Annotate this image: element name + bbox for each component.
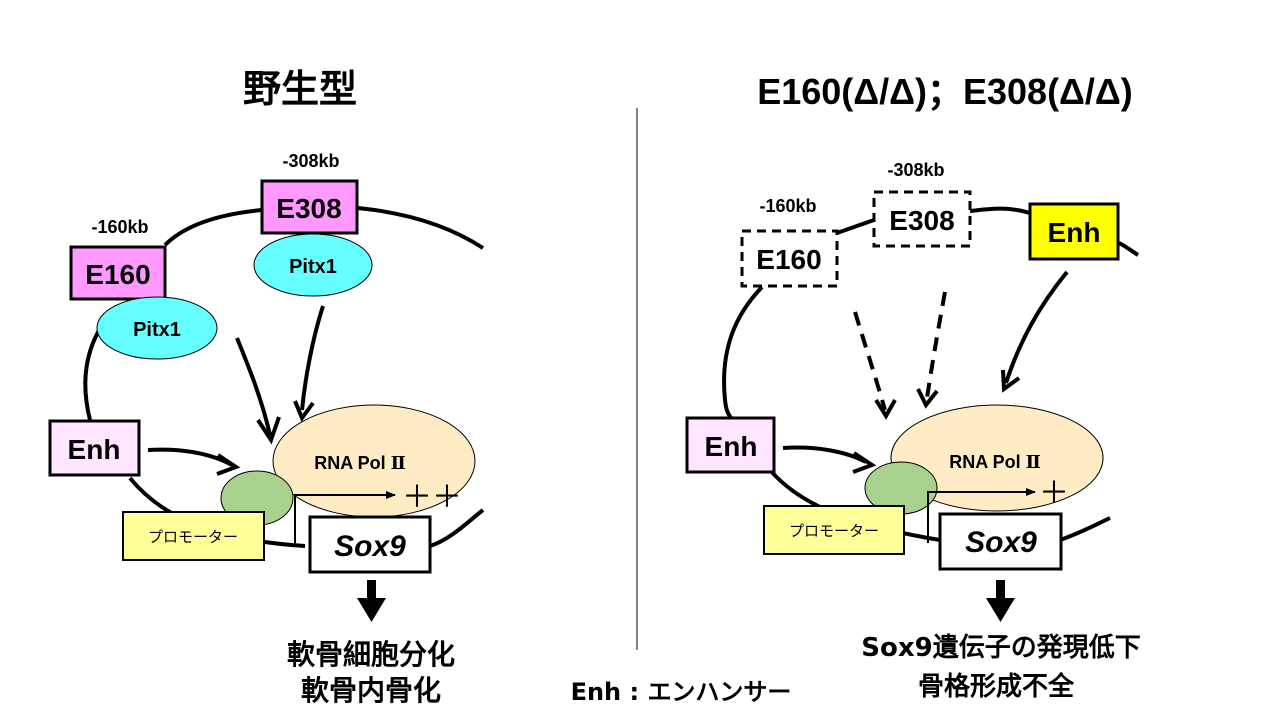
left-e160-position: -160kb [91, 217, 148, 237]
right-e160-deleted-box [740, 229, 839, 288]
right-dashed-arrow-e308-head [916, 388, 939, 409]
left-rna-pol-label: RNA Pol Ⅱ [314, 453, 406, 473]
right-arrow-enh-remote-head [1001, 369, 1021, 393]
right-tss-line [927, 488, 1036, 543]
right-panel: -308kb -160kb E308 E160 Enh RNA Pol Ⅱ En… [685, 160, 1141, 702]
left-promoter-label: プロモーター [148, 528, 238, 546]
left-e308-position: -308kb [282, 151, 339, 171]
right-enh-box [685, 416, 776, 474]
right-e308-deleted-box [872, 190, 972, 248]
left-promoter-box [122, 511, 265, 561]
right-sox9-box [938, 512, 1063, 571]
left-arrow-pitx1-e308-head [293, 400, 315, 423]
left-sox9-box [308, 515, 432, 574]
left-arrow-enh-head [216, 453, 241, 476]
left-panel: -308kb -160kb E308 E160 Pitx1 Pitx1 RNA … [48, 151, 485, 707]
right-e160-label: E160 [756, 244, 821, 275]
right-outcome-line-2: 骨格形成不全 [918, 671, 1075, 702]
left-e160-label: E160 [85, 259, 150, 290]
legend-enh: Enh : エンハンサー [571, 678, 792, 706]
right-arrow-enh-remote [1004, 270, 1069, 384]
left-arrow-pitx1-e160-head [256, 416, 281, 445]
right-down-arrow-shaft [996, 580, 1005, 600]
right-rna-pol-ellipse [890, 404, 1104, 512]
right-chromatin-loop [722, 206, 1140, 542]
left-pitx1-e308-label: Pitx1 [289, 256, 337, 278]
left-outcome-line-2: 軟骨内骨化 [301, 674, 441, 707]
left-title: 野生型 [243, 67, 357, 111]
right-enh-label: Enh [705, 431, 758, 462]
right-promoter-box [763, 505, 905, 555]
left-arrow-pitx1-e160 [235, 337, 272, 436]
left-outcome-line-1: 軟骨細胞分化 [287, 638, 455, 671]
right-dashed-arrow-e160 [853, 311, 887, 411]
right-rna-pol-label: RNA Pol Ⅱ [949, 452, 1041, 472]
left-pitx1-e160 [96, 296, 218, 360]
left-e160-box [69, 245, 167, 301]
left-e308-label: E308 [276, 193, 341, 224]
left-expression-level: ＋＋ [402, 480, 462, 515]
left-e308-box [260, 179, 359, 235]
right-expression-level: ＋ [1039, 476, 1069, 511]
right-down-arrow-head [986, 598, 1015, 622]
left-down-arrow-head [357, 598, 386, 622]
right-e308-position: -308kb [887, 160, 944, 180]
right-enh-remote-label: Enh [1048, 217, 1101, 248]
right-outcome-line-1: Sox9遺伝子の発現低下 [861, 633, 1140, 663]
left-down-arrow-shaft [367, 580, 376, 600]
right-title: E160(Δ/Δ)；E308(Δ/Δ) [757, 71, 1133, 112]
right-arrow-enh-head [852, 451, 877, 474]
left-pitx1-e160-label: Pitx1 [133, 319, 181, 341]
left-sox9-label: Sox9 [334, 530, 406, 563]
right-dashed-arrow-e308 [925, 291, 947, 399]
left-enh-box [48, 419, 141, 477]
left-tss-line [294, 491, 396, 545]
right-sox9-label: Sox9 [965, 526, 1037, 559]
left-chromatin-loop [83, 205, 485, 548]
left-pitx1-e308 [253, 233, 373, 297]
right-dashed-arrow-e160-head [874, 398, 897, 420]
right-e308-label: E308 [889, 205, 954, 236]
left-enh-label: Enh [68, 434, 121, 465]
right-promoter-label: プロモーター [789, 522, 879, 540]
left-arrow-pitx1-e308 [300, 305, 325, 411]
right-e160-position: -160kb [759, 196, 816, 216]
right-enh-remote-box [1028, 202, 1120, 261]
